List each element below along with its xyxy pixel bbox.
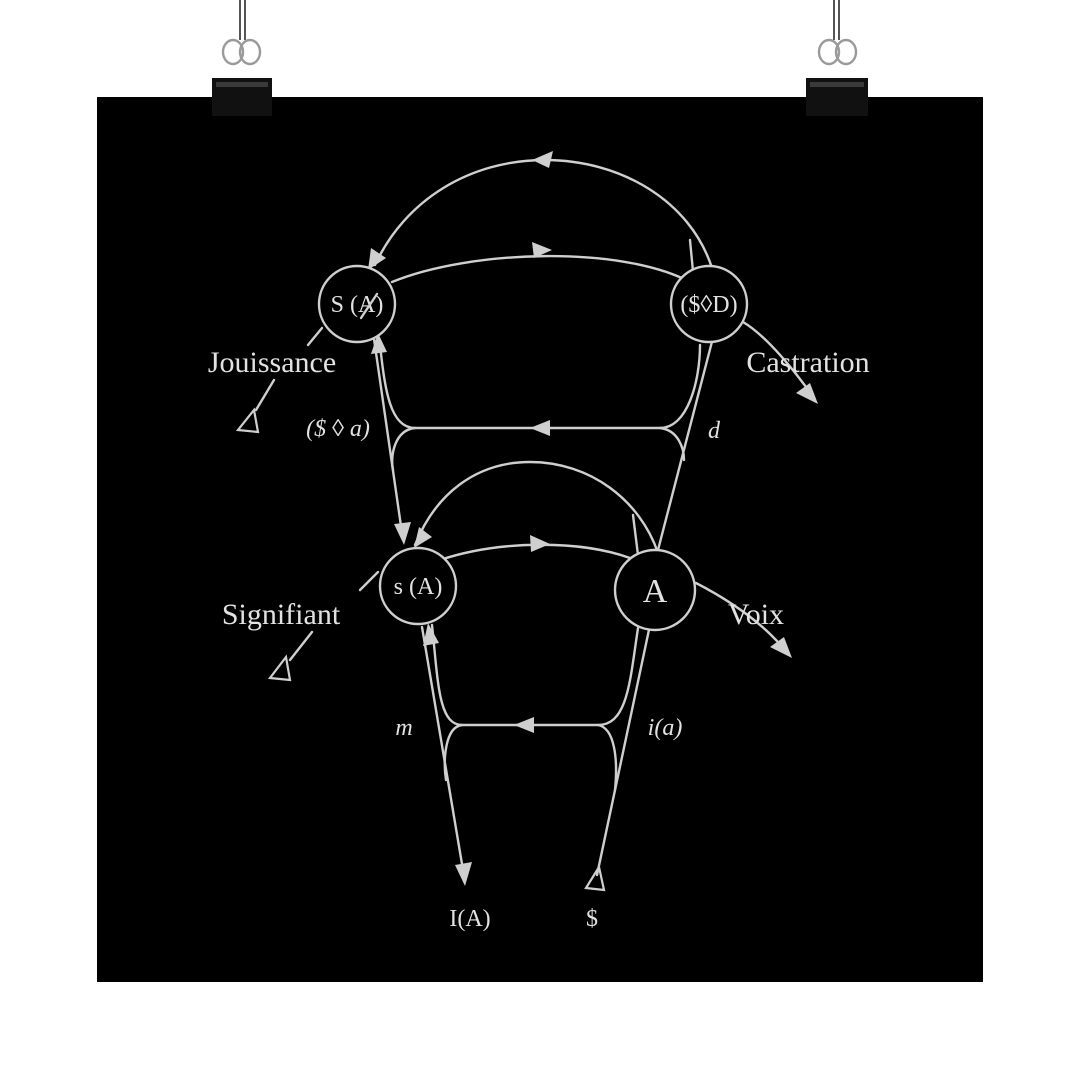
arrow-down-to-i-of-a — [455, 862, 472, 886]
label-d: d — [708, 418, 721, 444]
upper-forward-arc — [390, 254, 692, 284]
node-a-label: A — [643, 573, 668, 610]
middle-arc-stem — [631, 513, 640, 557]
jouissance-stroke — [306, 326, 324, 347]
node-barred-s-lozenge-d: ($◊D) — [669, 264, 749, 344]
signifiant-stroke — [358, 570, 380, 592]
label-i-a: i(a) — [648, 715, 683, 741]
bar-over-a — [359, 292, 379, 320]
signifiant-triangle — [267, 654, 292, 682]
node-barred-s-lozenge-d-label: ($◊D) — [680, 292, 737, 318]
label-jouissance: Jouissance — [208, 346, 336, 379]
lower-crossbar-left-branch — [443, 723, 464, 782]
arrow-into-s-barred-a — [368, 248, 386, 270]
node-s-a-label: s (A) — [394, 574, 443, 600]
label-signifiant: Signifiant — [222, 598, 341, 631]
node-a: A — [613, 548, 697, 632]
arrow-castration — [796, 383, 818, 404]
label-barred-s: $ — [586, 906, 598, 932]
arrow-upper-crossbar — [530, 420, 550, 436]
jouissance-triangle — [235, 407, 260, 434]
middle-return-arc — [413, 460, 660, 555]
label-i-of-a: I(A) — [449, 906, 490, 932]
arrow-up-to-s-a — [423, 623, 439, 646]
label-barred-s-lozenge-a: ($ ◊ a) — [306, 416, 370, 442]
right-lower-vertical — [595, 623, 652, 877]
node-s-barred-a: S (A) — [317, 264, 397, 344]
node-s-a: s (A) — [378, 546, 458, 626]
arrow-middle-forward — [530, 535, 550, 552]
left-binder-clip — [212, 0, 272, 116]
jouissance-tail — [254, 378, 276, 412]
upper-crossbar-lower-right — [658, 426, 686, 462]
label-m: m — [395, 715, 412, 741]
arrow-lower-crossbar — [514, 717, 534, 733]
castration-stroke — [741, 320, 814, 397]
left-upper-vertical — [371, 330, 405, 542]
voix-stroke — [694, 581, 787, 652]
arrow-upper-forward — [532, 242, 552, 258]
arrow-top-left — [532, 151, 553, 168]
arrow-into-s-a — [414, 527, 432, 548]
right-upper-vertical — [656, 328, 717, 552]
signifiant-tail — [288, 630, 314, 662]
arrow-voix — [770, 637, 792, 658]
right-binder-clip — [806, 0, 868, 116]
label-voix: Voix — [728, 598, 784, 631]
barred-s-triangle — [584, 864, 606, 892]
label-castration: Castration — [746, 346, 869, 379]
arrow-down-to-s-a — [394, 522, 411, 545]
left-lower-vertical — [420, 625, 465, 872]
arrow-up-to-s-barred-a — [371, 333, 387, 354]
